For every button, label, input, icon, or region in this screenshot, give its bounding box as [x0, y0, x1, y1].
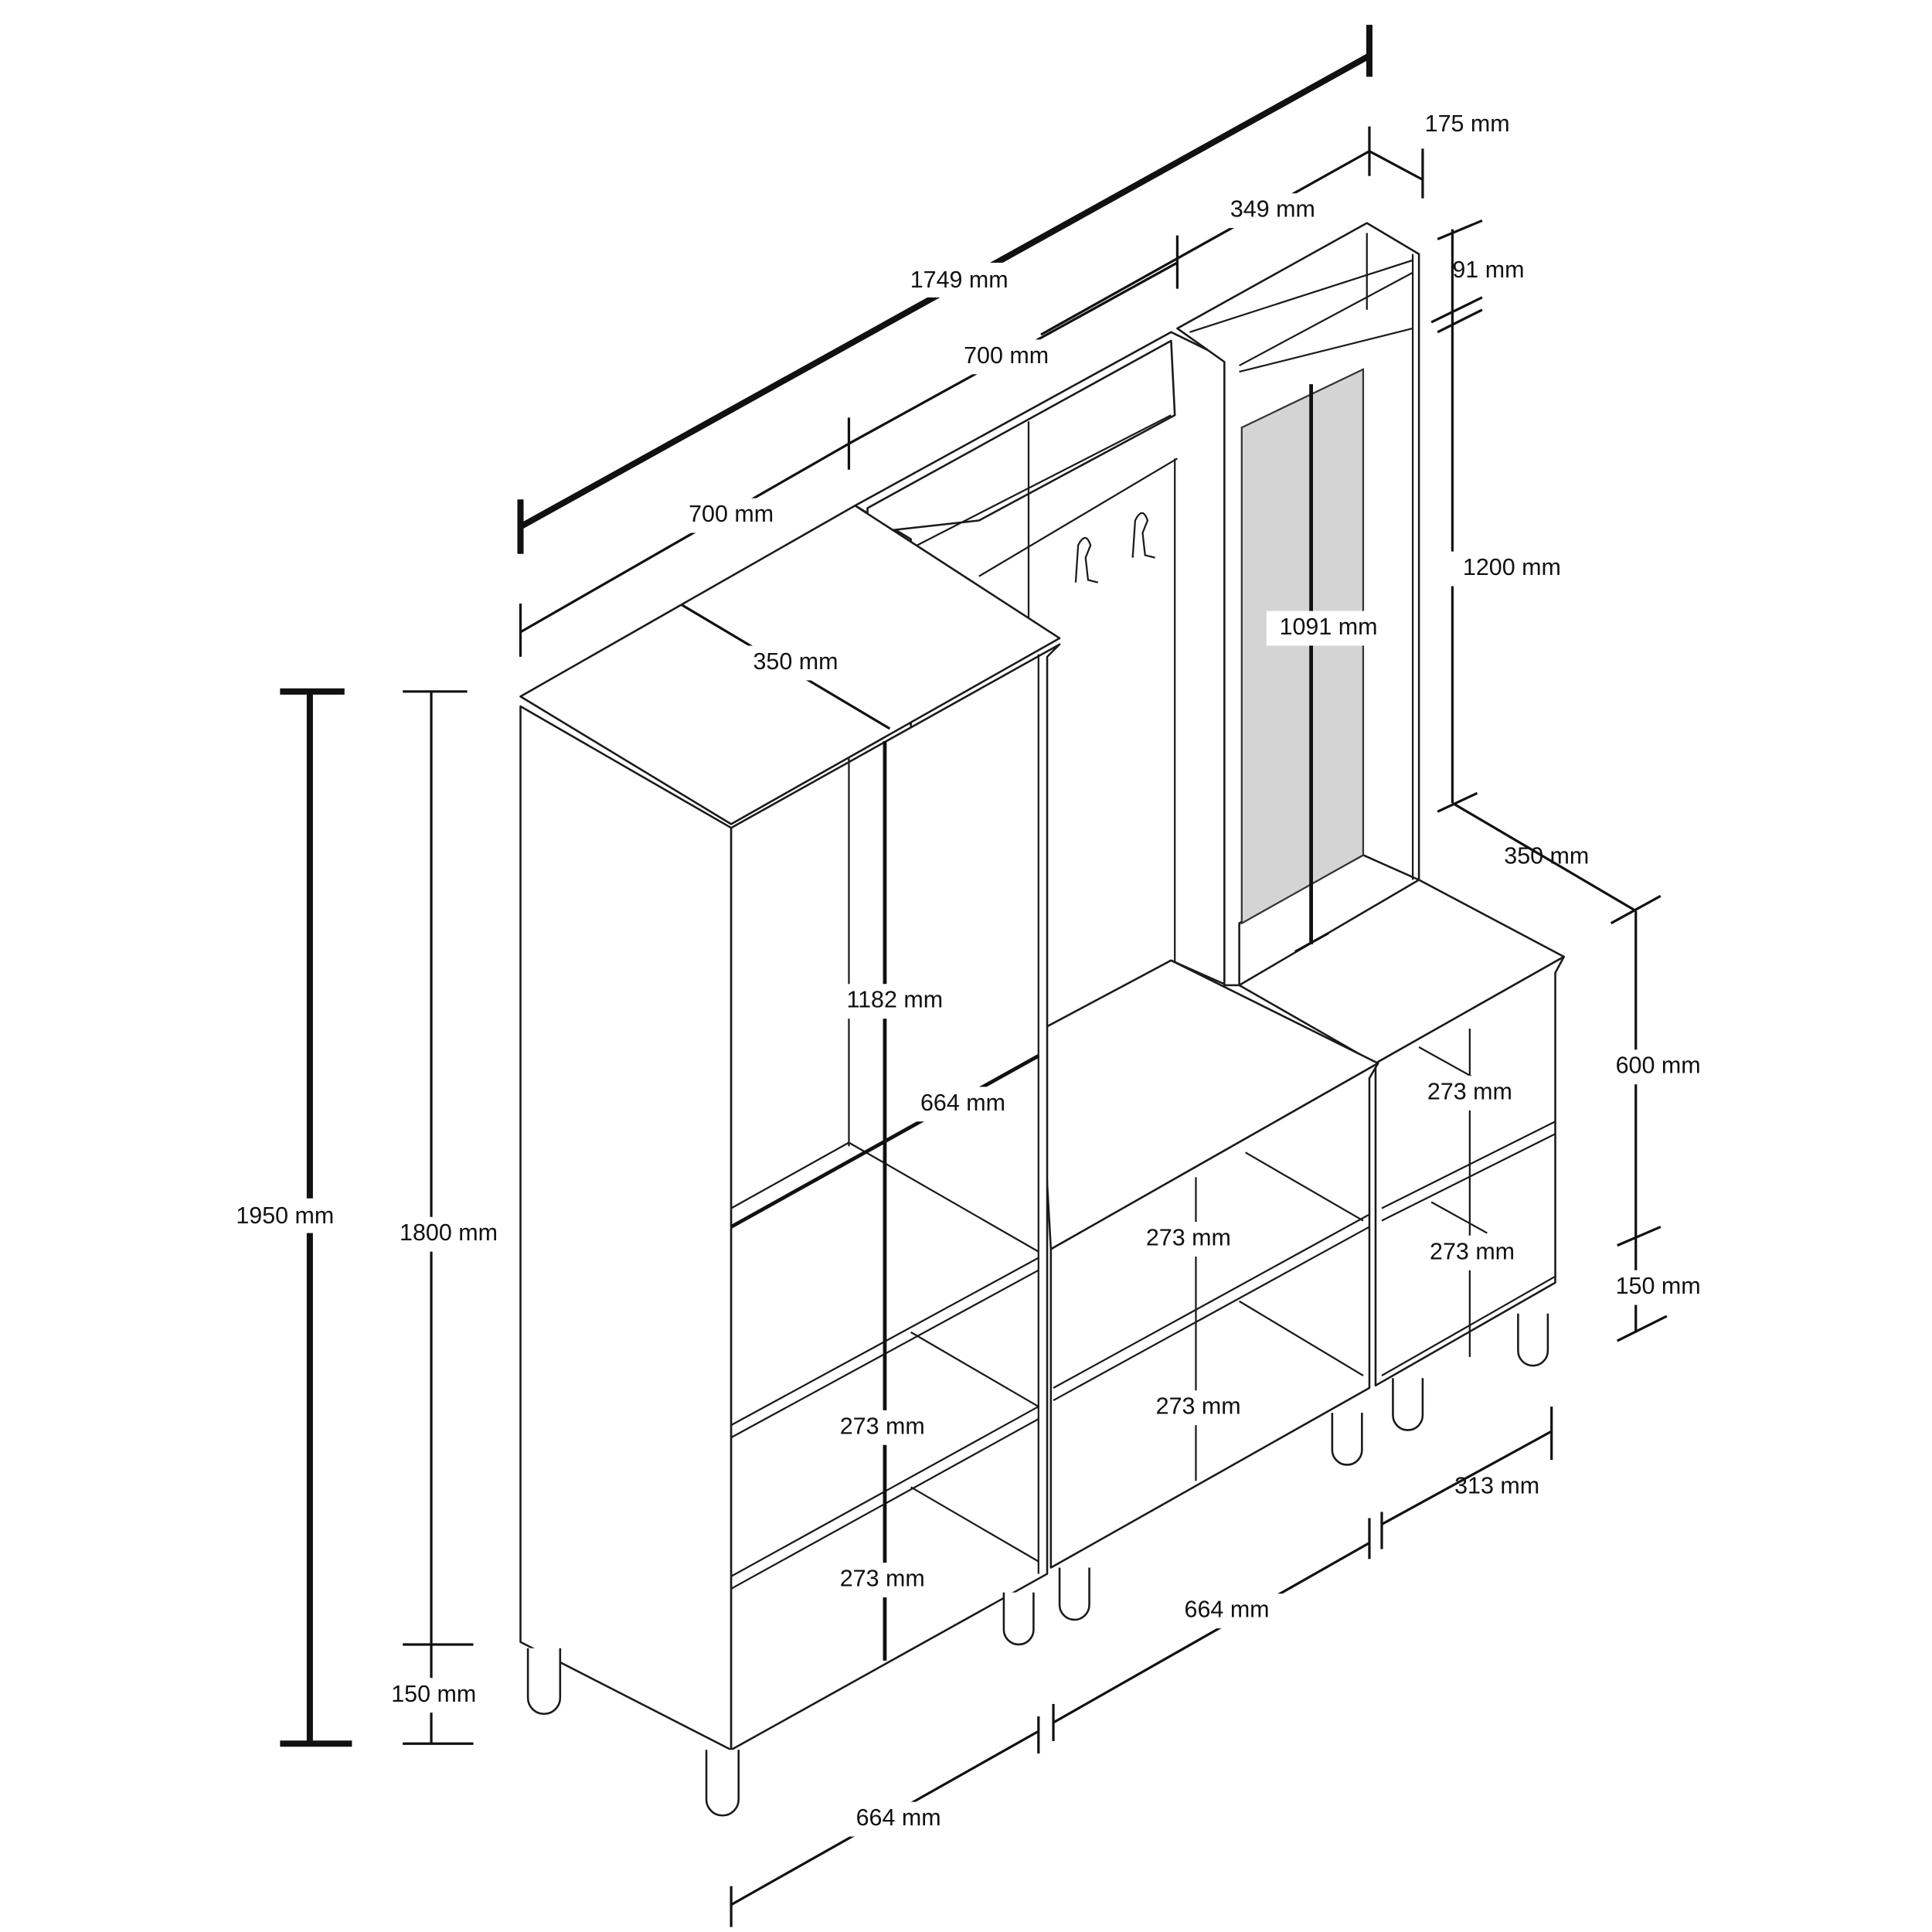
label-tall-open-height: 1182 mm	[846, 987, 943, 1013]
label-bench-depth: 350 mm	[1504, 843, 1589, 869]
label-bench-mid-shelf-1: 273 mm	[1146, 1225, 1231, 1251]
label-tall-inner-width: 664 mm	[920, 1090, 1005, 1116]
mirror-glass	[1240, 368, 1365, 925]
label-coat-panel-width: 700 mm	[964, 342, 1049, 369]
label-tall-shelf-2: 273 mm	[840, 1566, 925, 1592]
label-bench-right-shelf-2: 273 mm	[1430, 1238, 1515, 1264]
label-right-unit-width: 313 mm	[1454, 1472, 1539, 1498]
label-top-section: 349 mm	[1230, 196, 1315, 223]
leg	[1331, 1413, 1363, 1466]
leg	[1517, 1313, 1549, 1367]
leg	[705, 1750, 740, 1817]
label-top-depth: 175 mm	[1425, 111, 1510, 137]
leg	[1058, 1567, 1090, 1621]
coat-hook-icon	[1074, 512, 1155, 583]
label-bench-right-shelf-1: 273 mm	[1427, 1078, 1512, 1104]
label-tall-cabinet-width: 700 mm	[689, 501, 774, 527]
bench-middle	[1037, 959, 1379, 1621]
label-cabinet-body-height: 1800 mm	[400, 1219, 498, 1246]
leg	[526, 1648, 562, 1716]
label-mirror-panel-height: 1200 mm	[1463, 554, 1561, 580]
label-mid-unit-width: 664 mm	[1185, 1597, 1270, 1623]
label-overall-height: 1950 mm	[236, 1202, 334, 1229]
label-mirror-height: 1091 mm	[1280, 614, 1378, 640]
leg	[1002, 1592, 1035, 1646]
bench-right	[1238, 879, 1566, 1431]
dimension-labels: 1749 mm 175 mm 349 mm 700 mm 700 mm 350 …	[223, 111, 1714, 1837]
label-overall-width: 1749 mm	[910, 267, 1009, 293]
label-left-unit-width: 664 mm	[856, 1804, 941, 1831]
tall-cabinet	[519, 504, 1061, 1817]
mirror-panel	[1176, 222, 1420, 987]
label-leg-height-right: 150 mm	[1616, 1273, 1701, 1299]
label-tall-cabinet-depth: 350 mm	[753, 648, 838, 675]
label-bench-mid-shelf-2: 273 mm	[1156, 1393, 1241, 1420]
label-bench-height: 600 mm	[1616, 1053, 1701, 1079]
label-mirror-top: 91 mm	[1452, 257, 1524, 283]
leg	[1392, 1378, 1424, 1431]
label-leg-height-left: 150 mm	[391, 1681, 476, 1707]
label-tall-shelf-1: 273 mm	[840, 1413, 925, 1439]
